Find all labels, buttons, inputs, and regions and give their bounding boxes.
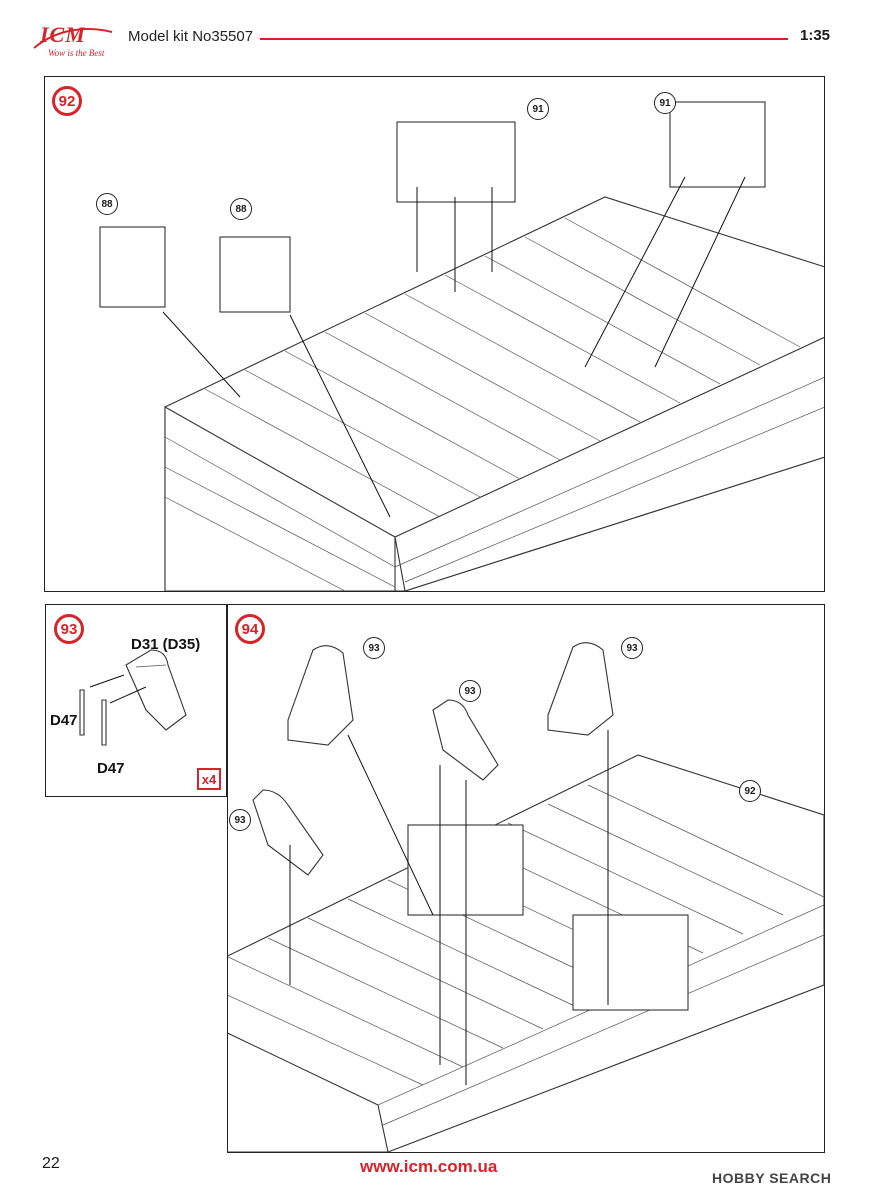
step-92-drawing xyxy=(99,101,824,591)
step-94-number: 94 xyxy=(235,614,265,644)
ref-88-b: 88 xyxy=(230,198,252,220)
part-label-d47-bottom: D47 xyxy=(97,760,125,777)
step-93-number: 93 xyxy=(54,614,84,644)
ref-93-c: 93 xyxy=(621,637,643,659)
logo-swoosh-icon xyxy=(33,28,113,49)
ref-88-a: 88 xyxy=(96,193,118,215)
step-94-panel xyxy=(227,604,825,1153)
ref-92: 92 xyxy=(739,780,761,802)
ref-91-b: 91 xyxy=(654,92,676,114)
watermark: HOBBY SEARCH xyxy=(712,1170,832,1186)
step-93-panel xyxy=(45,604,227,797)
logo-text: ICM xyxy=(40,22,86,47)
step-92-number: 92 xyxy=(52,86,82,116)
ref-93-d: 93 xyxy=(229,809,251,831)
logo-tagline: Wow is the Best xyxy=(48,48,105,58)
website-link[interactable]: www.icm.com.ua xyxy=(360,1157,498,1176)
step-94-drawing xyxy=(228,642,824,1152)
page-number: 22 xyxy=(42,1155,60,1172)
ref-91-a: 91 xyxy=(527,98,549,120)
header-divider xyxy=(260,38,788,40)
page-title: Model kit No35507 xyxy=(128,28,254,45)
step-92-panel xyxy=(44,76,825,592)
icm-logo xyxy=(28,18,118,68)
scale-label: 1:35 xyxy=(800,27,831,44)
step-93-drawing xyxy=(79,649,187,746)
part-label-d47-left: D47 xyxy=(50,712,78,729)
ref-93-b: 93 xyxy=(459,680,481,702)
multiplier-badge: x4 xyxy=(197,768,221,790)
ref-93-a: 93 xyxy=(363,637,385,659)
part-label-d31: D31 (D35) xyxy=(131,636,201,653)
